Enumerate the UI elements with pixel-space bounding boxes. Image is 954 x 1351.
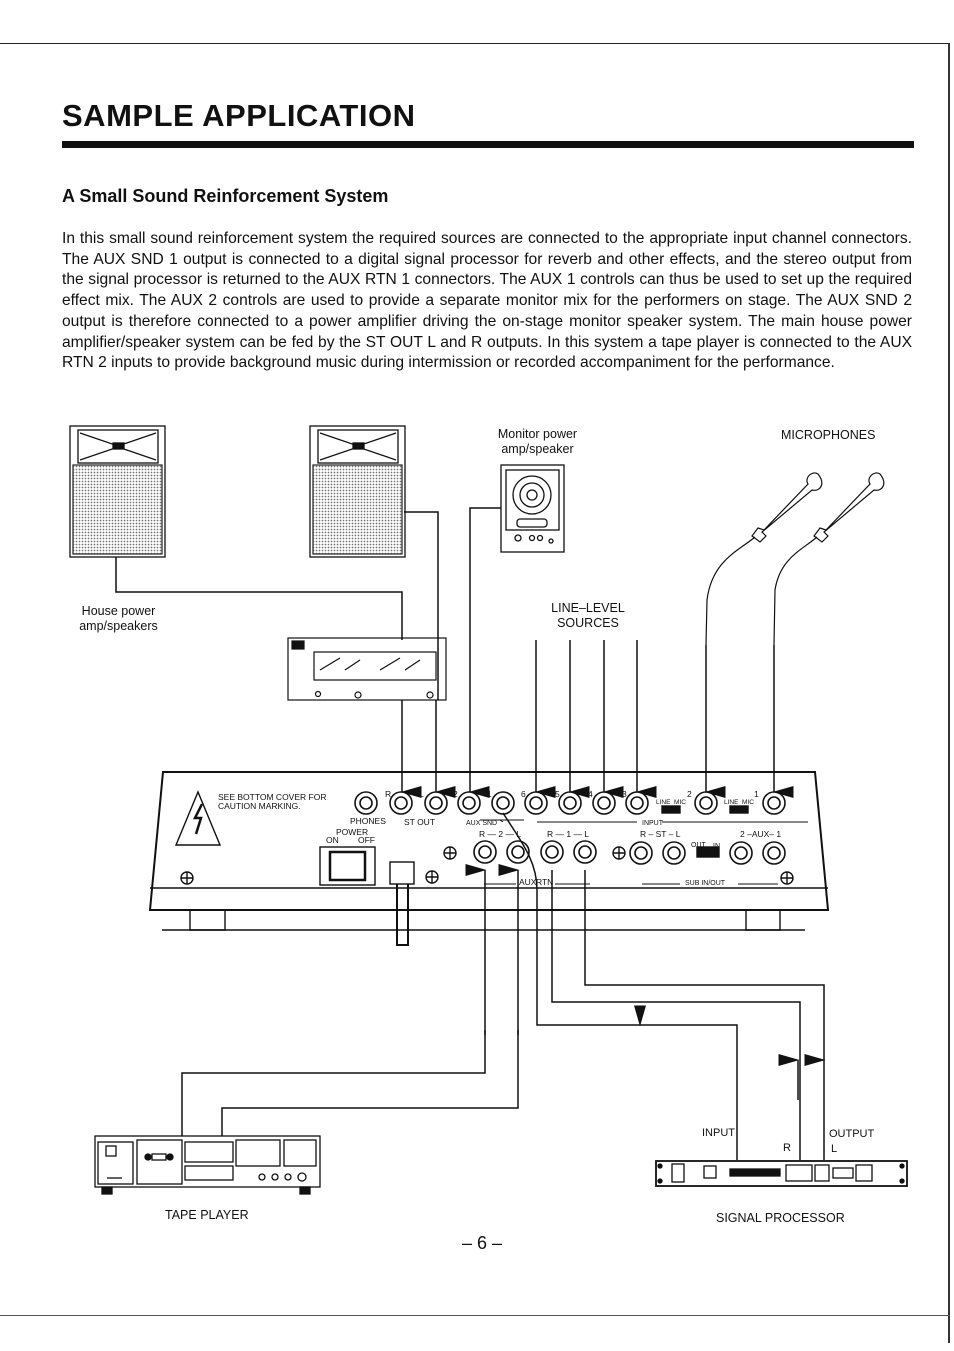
power-label: POWER [336,827,369,837]
caution-label: SEE BOTTOM COVER FOR CAUTION MARKING. [218,792,327,811]
input-4-label: 4 [588,789,593,799]
aux-snd-1-label: 1 [487,789,492,799]
bottom-rule [0,1315,950,1316]
microphones-label: MICROPHONES [781,428,876,442]
house-speakers-label: House power amp/speakers [79,604,158,633]
aux-snd-label: AUX SND [466,820,498,827]
power-amplifier [287,637,447,701]
phones-label: PHONES [350,816,386,826]
section-subtitle: A Small Sound Reinforcement System [62,186,389,206]
aux-rtn-label-a: AUX [519,877,537,887]
st-sub-label: R – ST – L [640,829,681,839]
st-out-l-label: L [419,789,424,799]
microphone-2 [773,472,885,646]
line-label-2: LINE [656,799,671,806]
input-2-label: 2 [687,789,692,799]
house-speaker-right [309,425,406,558]
power-off-label: OFF [358,835,375,845]
monitor-speaker [500,464,565,553]
st-out-r-label: R [385,789,392,799]
mic-label-1: MIC [742,799,754,806]
processor-input-label: INPUT [702,1127,735,1139]
input-label: INPUT [642,820,663,827]
top-rule [0,43,950,44]
mic-label-2: MIC [674,799,686,806]
input-5-label: 5 [555,789,560,799]
power-on-label: ON [326,835,339,845]
page-number: – 6 – [462,1233,503,1253]
processor-output-label: OUTPUT [829,1128,875,1140]
page-title: SAMPLE APPLICATION [62,98,416,133]
st-out-label: ST OUT [404,817,436,827]
line-label-1: LINE [724,799,739,806]
right-rule [948,43,950,1343]
switch-in-label: IN [713,843,720,850]
intro-paragraph: In this small sound reinforcement system… [62,230,912,372]
rtn1-label: R — 1 — L [547,829,590,839]
cables [115,507,826,1160]
aux-rtn-label-b: RTN [536,877,554,887]
monitor-label: Monitor power amp/speaker [497,427,578,456]
aux-snd-2-label: 2 [453,789,458,799]
tape-player [94,1135,321,1195]
sub-inout-label: SUB IN/OUT [685,880,726,887]
aux-sub-label: 2 –AUX– 1 [740,829,782,839]
input-3-label: 3 [622,789,627,799]
processor-r-label: R [783,1142,791,1154]
processor-l-label: L [831,1143,838,1155]
signal-processor [655,1160,908,1187]
microphone-1 [705,472,823,646]
title-underline [62,141,914,148]
signal-processor-label: SIGNAL PROCESSOR [716,1211,845,1225]
input-6-label: 6 [521,789,526,799]
input-1-label: 1 [754,789,759,799]
line-level-sources-label: LINE–LEVEL SOURCES [551,601,625,630]
tape-player-label: TAPE PLAYER [165,1208,249,1222]
switch-out-label: OUT [691,842,706,849]
house-speaker-left [69,425,166,558]
rtn2-label: R — 2 — L [479,829,522,839]
